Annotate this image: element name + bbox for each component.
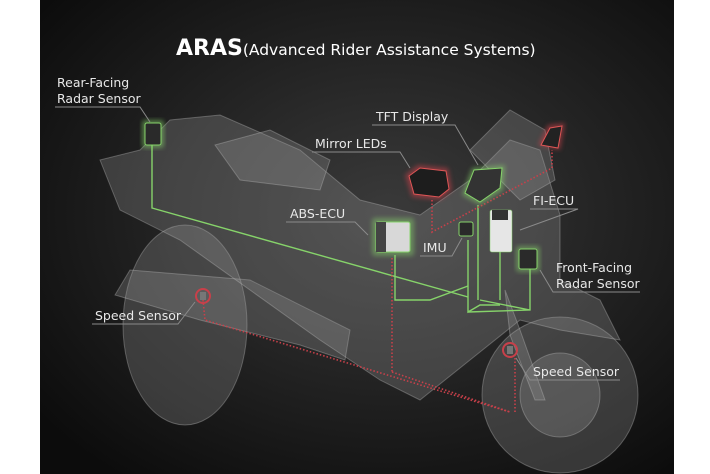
label-speed-sensor-front: Speed Sensor [515, 357, 620, 381]
background-panel [40, 0, 674, 474]
svg-text:IMU: IMU [423, 240, 447, 255]
svg-text:Rear-Facing: Rear-Facing [57, 75, 129, 90]
svg-text:Radar Sensor: Radar Sensor [556, 276, 640, 291]
label-speed-sensor-rear: Speed Sensor [92, 301, 196, 325]
speed-sensor-front [502, 342, 518, 358]
svg-text:Radar Sensor: Radar Sensor [57, 91, 141, 106]
right-mirror [538, 123, 565, 150]
fi-ecu [489, 209, 513, 253]
front-fork [504, 289, 546, 401]
rear-wheel [122, 224, 248, 426]
mirror-leds [405, 165, 452, 200]
svg-text:Mirror LEDs: Mirror LEDs [315, 136, 387, 151]
label-rear-radar: Rear-Facing Radar Sensor [55, 75, 151, 123]
label-tft-display: TFT Display [372, 109, 479, 166]
imu [458, 221, 474, 237]
svg-text:ABS-ECU: ABS-ECU [290, 206, 345, 221]
svg-text:FI-ECU: FI-ECU [533, 193, 574, 208]
speed-sensor-rear [195, 288, 211, 304]
tft-display [462, 165, 505, 205]
seat [214, 129, 331, 191]
signal-lines [202, 150, 553, 413]
svg-text:TFT Display: TFT Display [375, 109, 449, 124]
abs-ecu [372, 218, 414, 256]
label-abs-ecu: ABS-ECU [286, 206, 369, 236]
svg-text:Speed Sensor: Speed Sensor [533, 364, 620, 379]
front-radar-sensor [516, 246, 540, 272]
diagram-title: ARAS(Advanced Rider Assistance Systems) [176, 36, 536, 61]
rear-radar-sensor [142, 120, 164, 148]
network-lines [151, 145, 531, 314]
label-front-radar: Front-Facing Radar Sensor [539, 260, 640, 293]
svg-text:Speed Sensor: Speed Sensor [95, 308, 182, 323]
label-fi-ecu: FI-ECU [519, 193, 579, 231]
label-mirror-leds: Mirror LEDs [312, 136, 411, 169]
label-imu: IMU [420, 237, 463, 257]
front-wheel [481, 316, 639, 474]
svg-text:Front-Facing: Front-Facing [556, 260, 632, 275]
